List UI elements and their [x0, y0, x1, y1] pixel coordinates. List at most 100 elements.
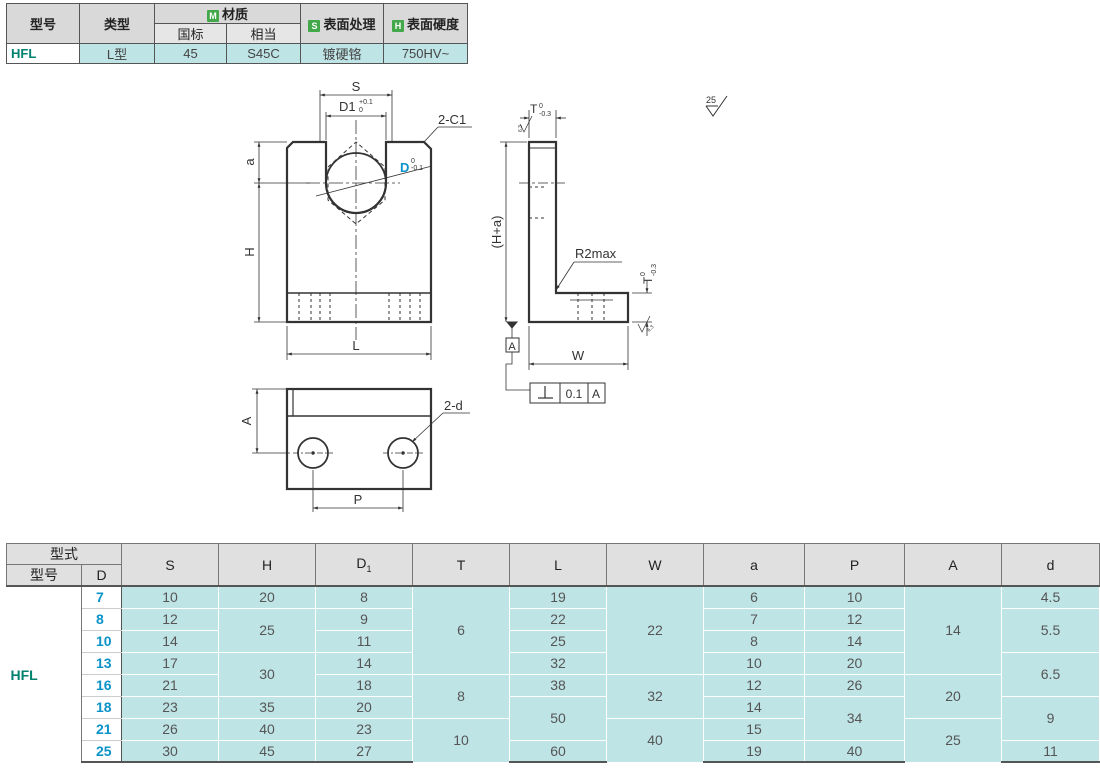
- spec-header-D: D: [81, 564, 122, 587]
- spec-cell-H: 25: [218, 607, 316, 653]
- spec-cell-D1: 14: [315, 651, 413, 675]
- spec-cell-D: 7: [81, 586, 122, 609]
- table-row: 21 26 40 23 10 40 15 25: [7, 717, 1100, 763]
- spec-cell-L: 22: [509, 607, 607, 631]
- label-W: W: [572, 348, 585, 363]
- table-row: HFL 7 10 20 8 6 19 22 6 10 14 4.5: [6, 585, 1100, 762]
- label-rough-top: 6.3: [518, 125, 524, 132]
- spec-cell-T: 8: [412, 673, 510, 719]
- mat-cell-type: L型: [79, 43, 155, 64]
- spec-header-L: L: [509, 543, 607, 587]
- spec-cell-W: 40: [606, 717, 704, 763]
- spec-header-D1: D1: [315, 543, 413, 587]
- spec-cell-a: 19: [703, 739, 805, 763]
- table-row: 8 12 25 9 22 7 12 5.5: [7, 607, 1100, 653]
- spec-cell-D: 18: [81, 696, 122, 719]
- label-tol-datum: A: [592, 387, 600, 401]
- spec-cell-S: 17: [121, 651, 219, 675]
- technical-drawing: S D1 +0.1 0 2-C1 D 0 -0.1 a H L A P 2-d: [239, 79, 728, 512]
- mat-header-model: 型号: [6, 3, 80, 44]
- label-datum: A: [508, 341, 516, 353]
- spec-cell-P: 10: [804, 585, 905, 609]
- spec-cell-W: 22: [606, 585, 704, 675]
- label-rough-side: 6.3: [646, 324, 655, 333]
- surface-badge-icon: S: [308, 19, 321, 32]
- label-D-tol-lower: -0.1: [411, 165, 423, 172]
- label-T-top: T: [530, 102, 538, 116]
- spec-cell-P: 20: [804, 651, 905, 675]
- table-row: 10 14 11 25 8 14: [7, 629, 1100, 653]
- spec-header-D1-sub: 1: [366, 563, 372, 574]
- spec-cell-S: 23: [121, 695, 219, 719]
- top-view: [252, 387, 470, 512]
- spec-cell-D: 10: [81, 630, 122, 653]
- spec-cell-H: 20: [218, 585, 316, 609]
- mat-header-surface-label: 表面处理: [323, 17, 376, 32]
- mat-cell-equivalent: S45C: [226, 43, 301, 64]
- table-row: 18 23 35 20 50 14 34 9: [7, 695, 1100, 741]
- spec-cell-S: 10: [121, 585, 219, 609]
- label-T-top-tol-upper: 0: [539, 103, 543, 110]
- spec-header-W: W: [606, 543, 704, 587]
- spec-cell-a: 8: [703, 629, 805, 653]
- mat-header-type: 类型: [79, 3, 155, 44]
- label-T-top-tol-lower: -0.3: [539, 111, 551, 118]
- label-D1: D1: [339, 99, 356, 114]
- label-chamfer: 2-C1: [438, 112, 466, 127]
- label-T-side: T: [641, 276, 655, 284]
- label-surface-note: 25: [706, 95, 716, 105]
- mat-cell-surface: 镀硬铬: [300, 43, 384, 64]
- label-a: a: [242, 158, 257, 166]
- label-T-side-tol-lower: -0.3: [651, 264, 658, 276]
- spec-cell-model: HFL: [6, 586, 82, 762]
- label-D: D: [400, 160, 409, 175]
- spec-header-P: P: [804, 543, 905, 587]
- spec-cell-D: 13: [81, 652, 122, 675]
- mat-header-equivalent: 相当: [226, 23, 301, 44]
- side-view: [500, 95, 728, 404]
- front-view: [254, 90, 472, 360]
- spec-cell-S: 21: [121, 673, 219, 697]
- spec-header-d: d: [1001, 543, 1100, 587]
- mat-cell-model: HFL: [6, 43, 80, 64]
- spec-cell-a: 7: [703, 607, 805, 631]
- table-row: 13 17 30 14 32 10 20 6.5: [7, 651, 1100, 697]
- spec-cell-D1: 8: [315, 585, 413, 609]
- spec-cell-L: 38: [509, 673, 607, 697]
- mat-header-hardness-label: 表面硬度: [406, 17, 459, 32]
- table-row: 16 21 18 8 38 32 12 26 20: [7, 673, 1100, 719]
- spec-header-H: H: [218, 543, 316, 587]
- spec-cell-D: 8: [81, 608, 122, 631]
- spec-cell-L: 32: [509, 651, 607, 675]
- spec-cell-d: 11: [1001, 739, 1100, 763]
- mat-header-material-label: 材质: [221, 7, 248, 22]
- spec-header-model: 型号: [6, 564, 82, 587]
- spec-cell-D1: 18: [315, 673, 413, 697]
- spec-cell-L: 50: [509, 695, 607, 741]
- spec-cell-A: 25: [904, 717, 1002, 763]
- spec-cell-L: 19: [509, 585, 607, 609]
- spec-cell-D1: 9: [315, 607, 413, 631]
- spec-cell-P: 12: [804, 607, 905, 631]
- spec-header-A: A: [904, 543, 1002, 587]
- label-Ha: (H+a): [489, 216, 504, 249]
- mat-cell-hardness: 750HV~: [383, 43, 468, 64]
- spec-header-form: 型式: [6, 543, 122, 565]
- spec-cell-d: 9: [1001, 695, 1100, 741]
- spec-cell-a: 14: [703, 695, 805, 719]
- label-radius: R2max: [575, 246, 617, 261]
- spec-cell-d: 4.5: [1001, 585, 1100, 609]
- spec-cell-a: 10: [703, 651, 805, 675]
- mat-cell-national: 45: [154, 43, 227, 64]
- spec-cell-a: 15: [703, 717, 805, 741]
- spec-cell-T: 10: [412, 717, 510, 763]
- spec-cell-D1: 11: [315, 629, 413, 653]
- label-hole: 2-d: [444, 398, 463, 413]
- spec-cell-H: 35: [218, 695, 316, 719]
- spec-cell-D1: 23: [315, 717, 413, 741]
- label-P: P: [354, 492, 363, 507]
- spec-cell-H: 30: [218, 651, 316, 697]
